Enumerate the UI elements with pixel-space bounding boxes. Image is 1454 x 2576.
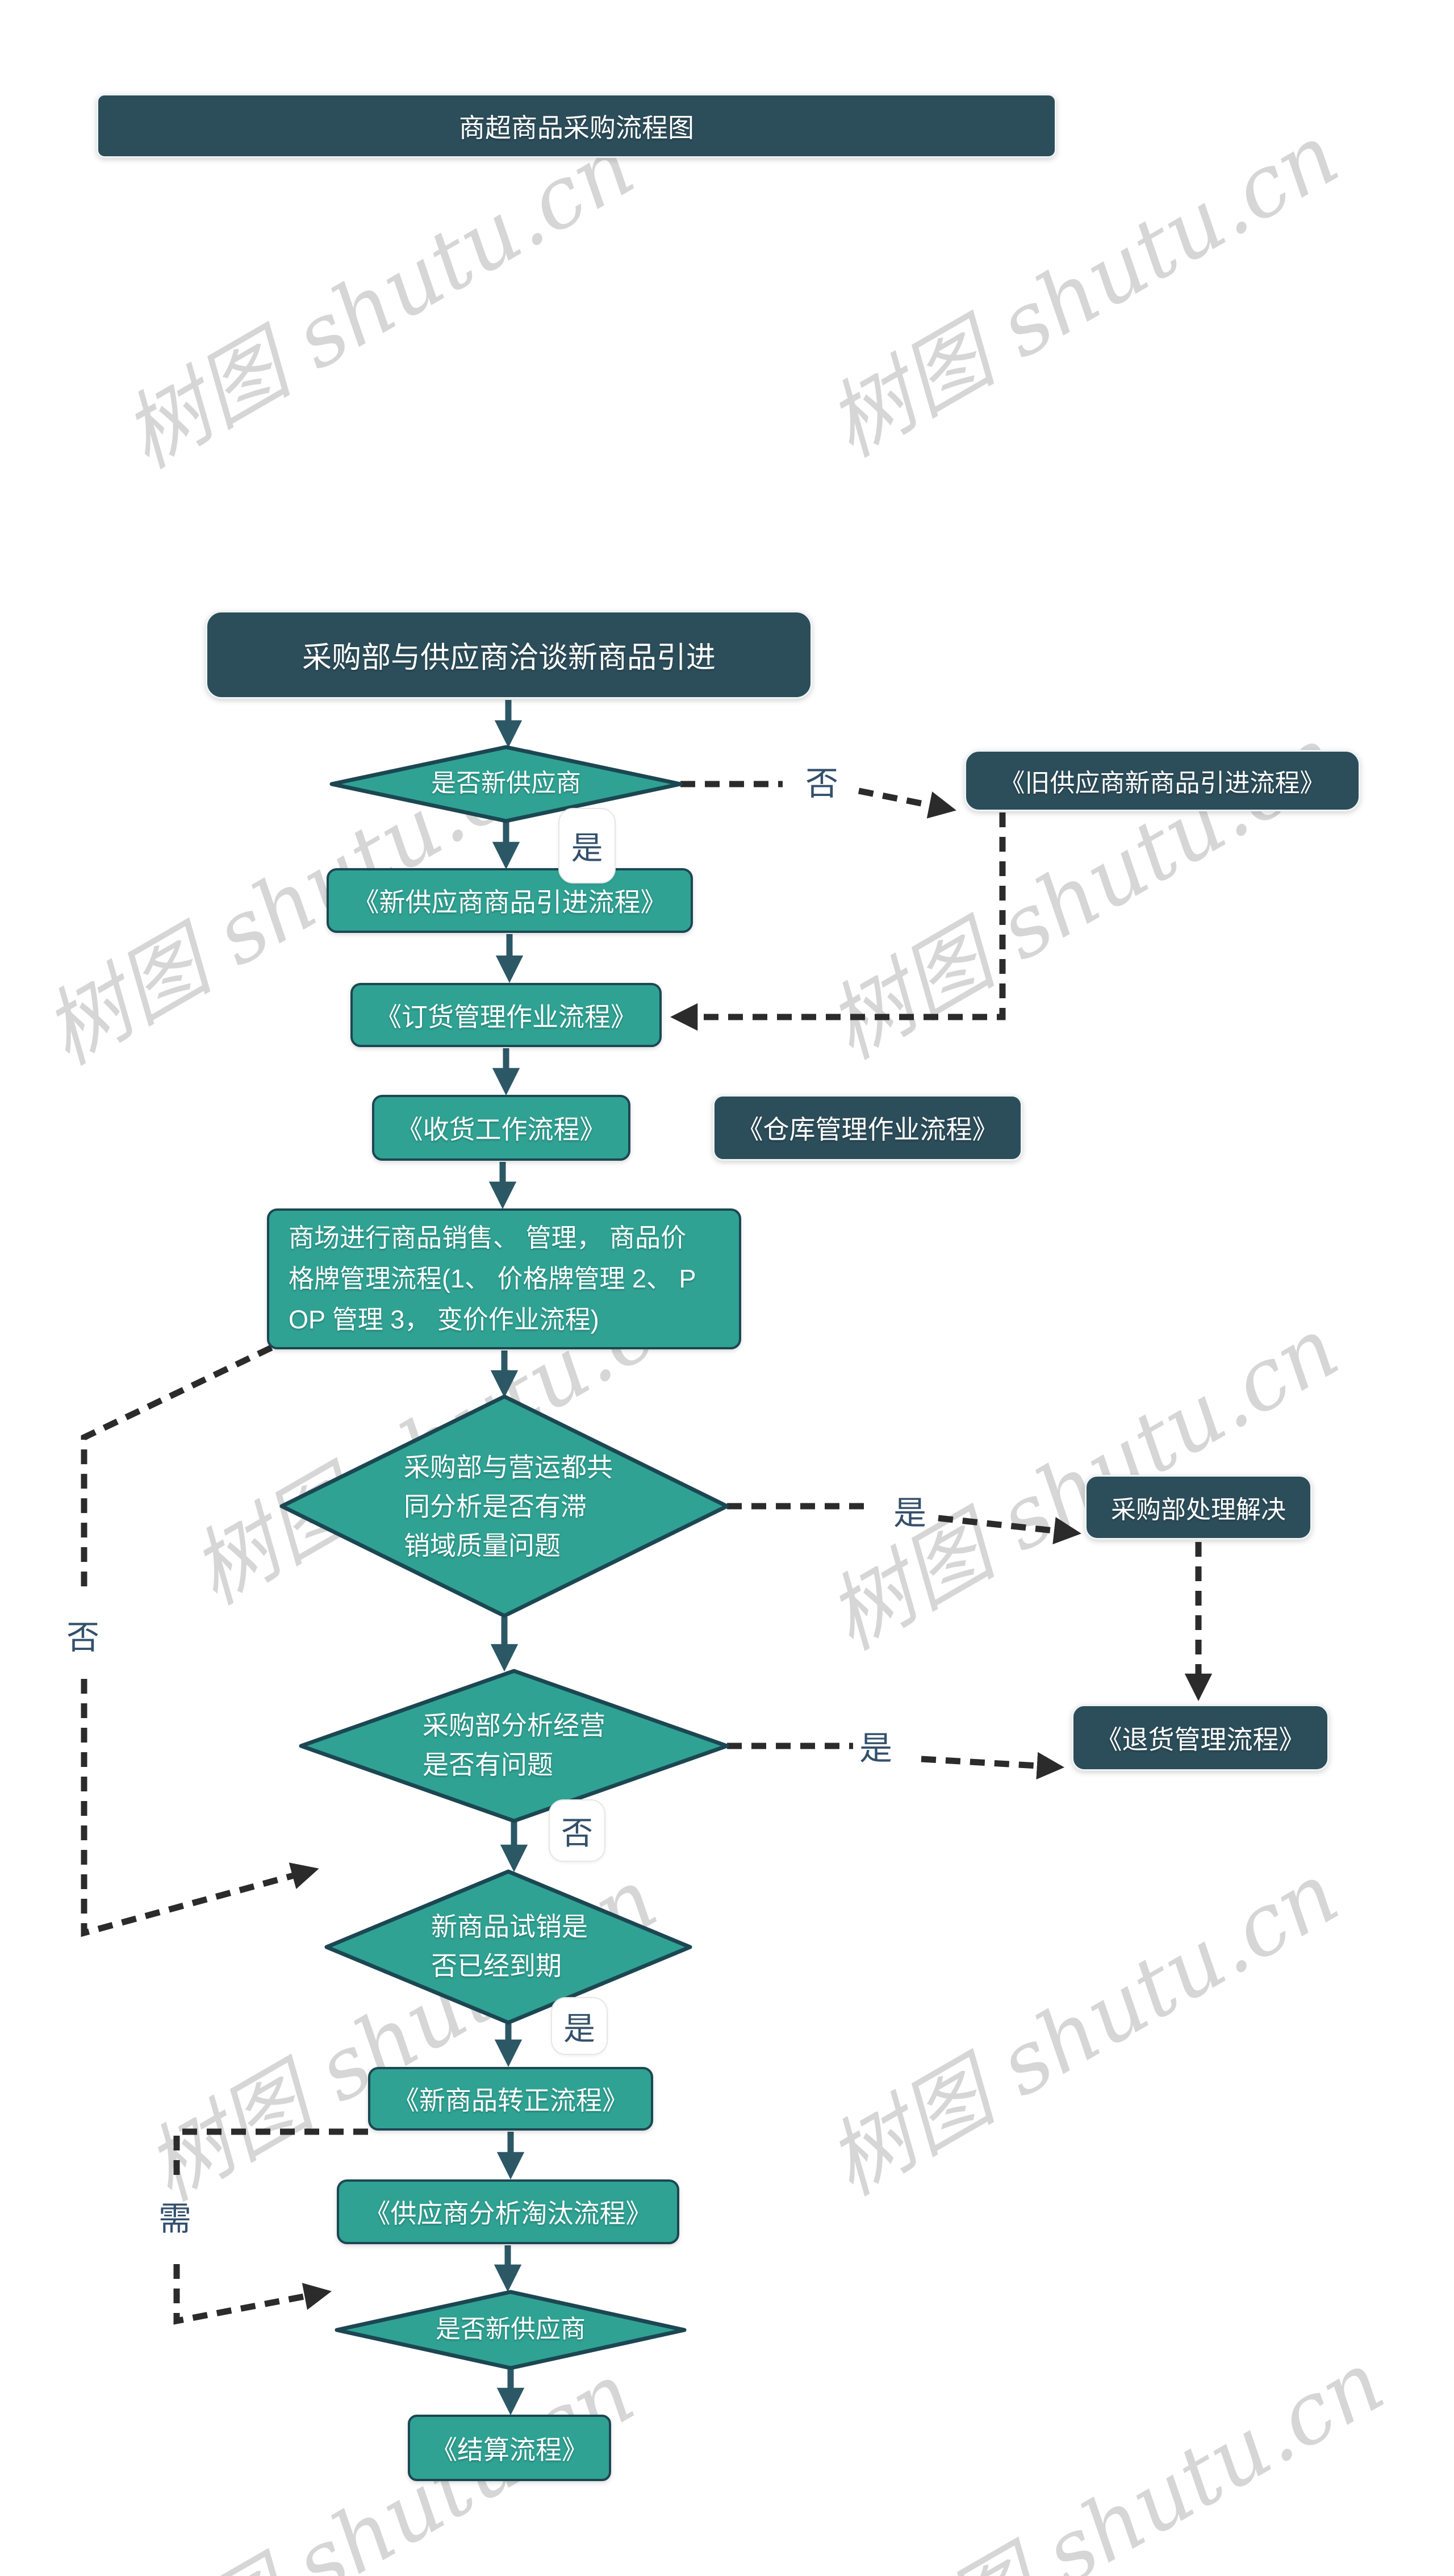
decision-new-supplier-1[interactable] bbox=[329, 745, 683, 823]
node-return-process[interactable]: 《退货管理流程》 bbox=[1072, 1704, 1329, 1771]
branch-label-yes: 是 bbox=[859, 1730, 893, 1767]
branch-label-yes: 是 bbox=[551, 1997, 608, 2055]
dashed-oldsupplier-to-order bbox=[670, 812, 1006, 1031]
branch-label-no: 否 bbox=[805, 765, 839, 802]
decision-new-supplier-2[interactable] bbox=[335, 2290, 687, 2370]
node-order-process[interactable]: 《订货管理作业流程》 bbox=[350, 983, 662, 1047]
decision-operation-issue-label: 采购部分析经营 是否有问题 bbox=[423, 1711, 605, 1779]
node-old-supplier-process[interactable]: 《旧供应商新商品引进流程》 bbox=[964, 750, 1360, 811]
dashed-yes-to-resolve bbox=[938, 1515, 1082, 1545]
decision-new-supplier-1-label: 是否新供应商 bbox=[431, 769, 581, 797]
node-market-sales-process[interactable]: 商场进行商品销售、 管理， 商品价 格牌管理流程(1、 价格牌管理 2、 P O… bbox=[267, 1208, 741, 1349]
decision-trial-expired[interactable] bbox=[324, 1869, 692, 2025]
dashed-yes-to-return bbox=[921, 1752, 1065, 1780]
node-start-negotiation[interactable]: 采购部与供应商洽谈新商品引进 bbox=[206, 611, 812, 699]
node-confirm-process[interactable]: 《新商品转正流程》 bbox=[368, 2067, 653, 2131]
node-settlement-process[interactable]: 《结算流程》 bbox=[408, 2415, 611, 2481]
dashed-connectors bbox=[81, 781, 1213, 2325]
decision-slow-sales-label: 采购部与营运都共 同分析是否有滞 销域质量问题 bbox=[404, 1452, 613, 1561]
node-purchasing-resolve[interactable]: 采购部处理解决 bbox=[1085, 1475, 1312, 1540]
decision-operation-issue[interactable] bbox=[299, 1669, 729, 1823]
branch-label-yes: 是 bbox=[558, 808, 616, 883]
dashed-need-to-decision2 bbox=[173, 2264, 332, 2325]
dashed-no-to-oldsupplier bbox=[858, 787, 956, 819]
dashed-confirm-need-down bbox=[173, 2128, 368, 2175]
node-receiving-process[interactable]: 《收货工作流程》 bbox=[372, 1095, 630, 1161]
chart-title-banner: 商超商品采购流程图 bbox=[97, 94, 1056, 158]
branch-label-no: 否 bbox=[66, 1619, 100, 1656]
branch-label-no: 否 bbox=[549, 1799, 605, 1862]
solid-arrows bbox=[488, 700, 528, 2416]
decision-new-supplier-2-label: 是否新供应商 bbox=[436, 2315, 586, 2343]
node-eliminate-process[interactable]: 《供应商分析淘汰流程》 bbox=[337, 2179, 679, 2244]
branch-label-need: 需 bbox=[158, 2200, 192, 2237]
decision-slow-sales[interactable] bbox=[279, 1394, 729, 1618]
dashed-market-feedback-down bbox=[81, 1345, 273, 1591]
dashed-feedback-to-trial bbox=[81, 1679, 319, 1937]
node-warehouse-process[interactable]: 《仓库管理作业流程》 bbox=[713, 1095, 1022, 1161]
branch-label-yes: 是 bbox=[893, 1495, 927, 1532]
node-new-supplier-process[interactable]: 《新供应商商品引进流程》 bbox=[327, 868, 693, 933]
decision-trial-expired-label: 新商品试销是 否已经到期 bbox=[431, 1912, 588, 1981]
